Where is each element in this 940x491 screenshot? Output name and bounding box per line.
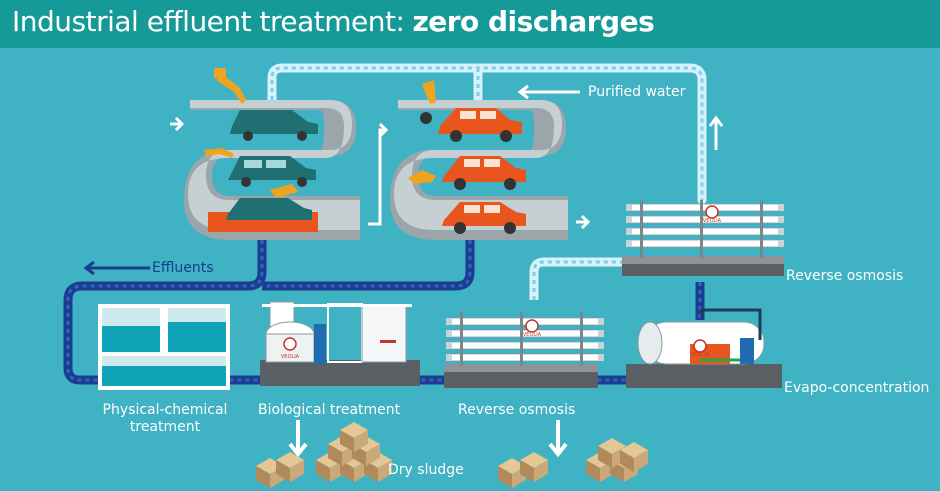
physical-chemical-line1: Physical-chemical [102, 402, 228, 418]
veolia-logo-ro-bottom: VEOLIA [523, 332, 542, 338]
purified-water-pipe [267, 63, 707, 300]
title-light: Industrial effluent treatment: [12, 5, 405, 38]
veolia-logo-evapo: VEOLIA [691, 352, 710, 358]
title-bold: zero discharges [412, 5, 655, 38]
purified-water-label: Purified water [588, 84, 686, 100]
physical-chemical-unit [98, 304, 230, 390]
dry-sludge-label: Dry sludge [388, 462, 464, 478]
orange-car-3 [442, 202, 526, 234]
sludge-pile-right [498, 438, 648, 488]
assembly-line-2 [390, 80, 591, 240]
up-arrow [708, 115, 724, 150]
effluents-label: Effluents [152, 260, 214, 276]
assembly-line-1 [170, 68, 360, 240]
sludge-pile-left [256, 422, 392, 488]
orange-car-1 [438, 108, 522, 142]
physical-chemical-line2: treatment [129, 419, 201, 435]
down-arrow-2 [548, 420, 568, 458]
effluent-pipe [63, 240, 705, 385]
veolia-logo-bio: VEOLIA [281, 354, 300, 360]
effluents-arrow [83, 260, 150, 276]
evapo-concentration-label: Evapo-concentration [784, 380, 930, 396]
purified-water-arrow [517, 84, 580, 100]
veolia-logo-top: VEOLIA [703, 218, 722, 224]
reverse-osmosis-unit-bottom: VEOLIA [444, 312, 605, 388]
page-title: Industrial effluent treatment:zero disch… [12, 5, 655, 38]
biological-treatment-label: Biological treatment [258, 402, 401, 418]
reverse-osmosis-bottom-label: Reverse osmosis [458, 402, 576, 418]
down-arrow-1 [288, 420, 308, 458]
title-bar: Industrial effluent treatment:zero disch… [0, 0, 940, 48]
biological-treatment-unit: VEOLIA [260, 301, 420, 386]
reverse-osmosis-unit-top: VEOLIA [622, 200, 785, 276]
reverse-osmosis-top-label: Reverse osmosis [786, 268, 904, 284]
evapo-concentration-unit: VEOLIA [626, 308, 782, 388]
orange-car-2 [442, 156, 526, 190]
physical-chemical-label: Physical-chemical treatment [96, 402, 234, 436]
transfer-arrow [368, 122, 389, 226]
